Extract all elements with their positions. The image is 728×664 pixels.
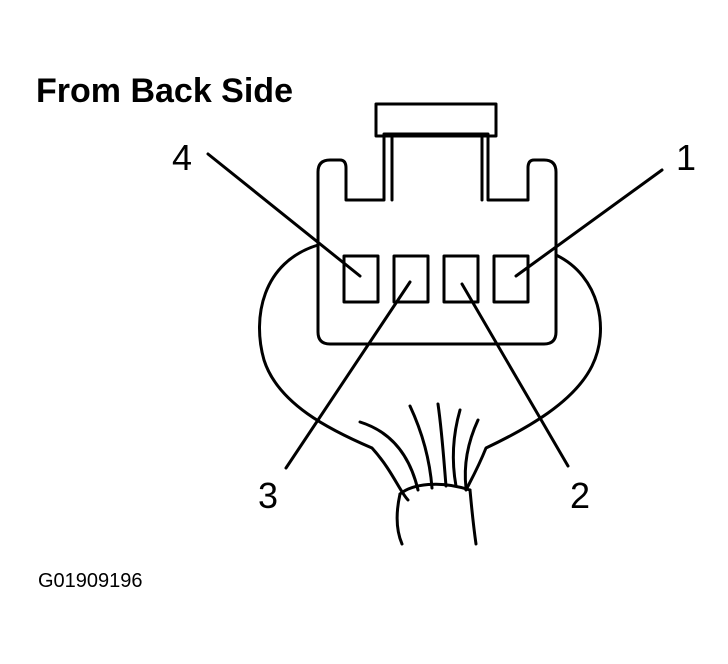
connector-body [316, 132, 558, 346]
leader-line-1 [514, 168, 664, 278]
leader-line-2 [460, 282, 570, 468]
pin-label-2: 2 [570, 475, 591, 516]
leader-line-4 [206, 152, 362, 278]
pin-label-1: 1 [676, 137, 697, 178]
terminal-cavity-2 [442, 254, 480, 304]
diagram-title: From Back Side [36, 72, 293, 110]
figure-id: G01909196 [38, 570, 143, 592]
locking-tab [374, 102, 498, 138]
harness-boot [258, 243, 602, 502]
pin-label-4: 4 [172, 137, 193, 178]
pin-label-3: 3 [258, 475, 279, 516]
terminal-cavity-1 [492, 254, 530, 304]
wire-bundle [358, 402, 480, 546]
leader-line-3 [284, 280, 412, 470]
terminal-cavity-4 [342, 254, 380, 304]
terminal-cavity-3 [392, 254, 430, 304]
